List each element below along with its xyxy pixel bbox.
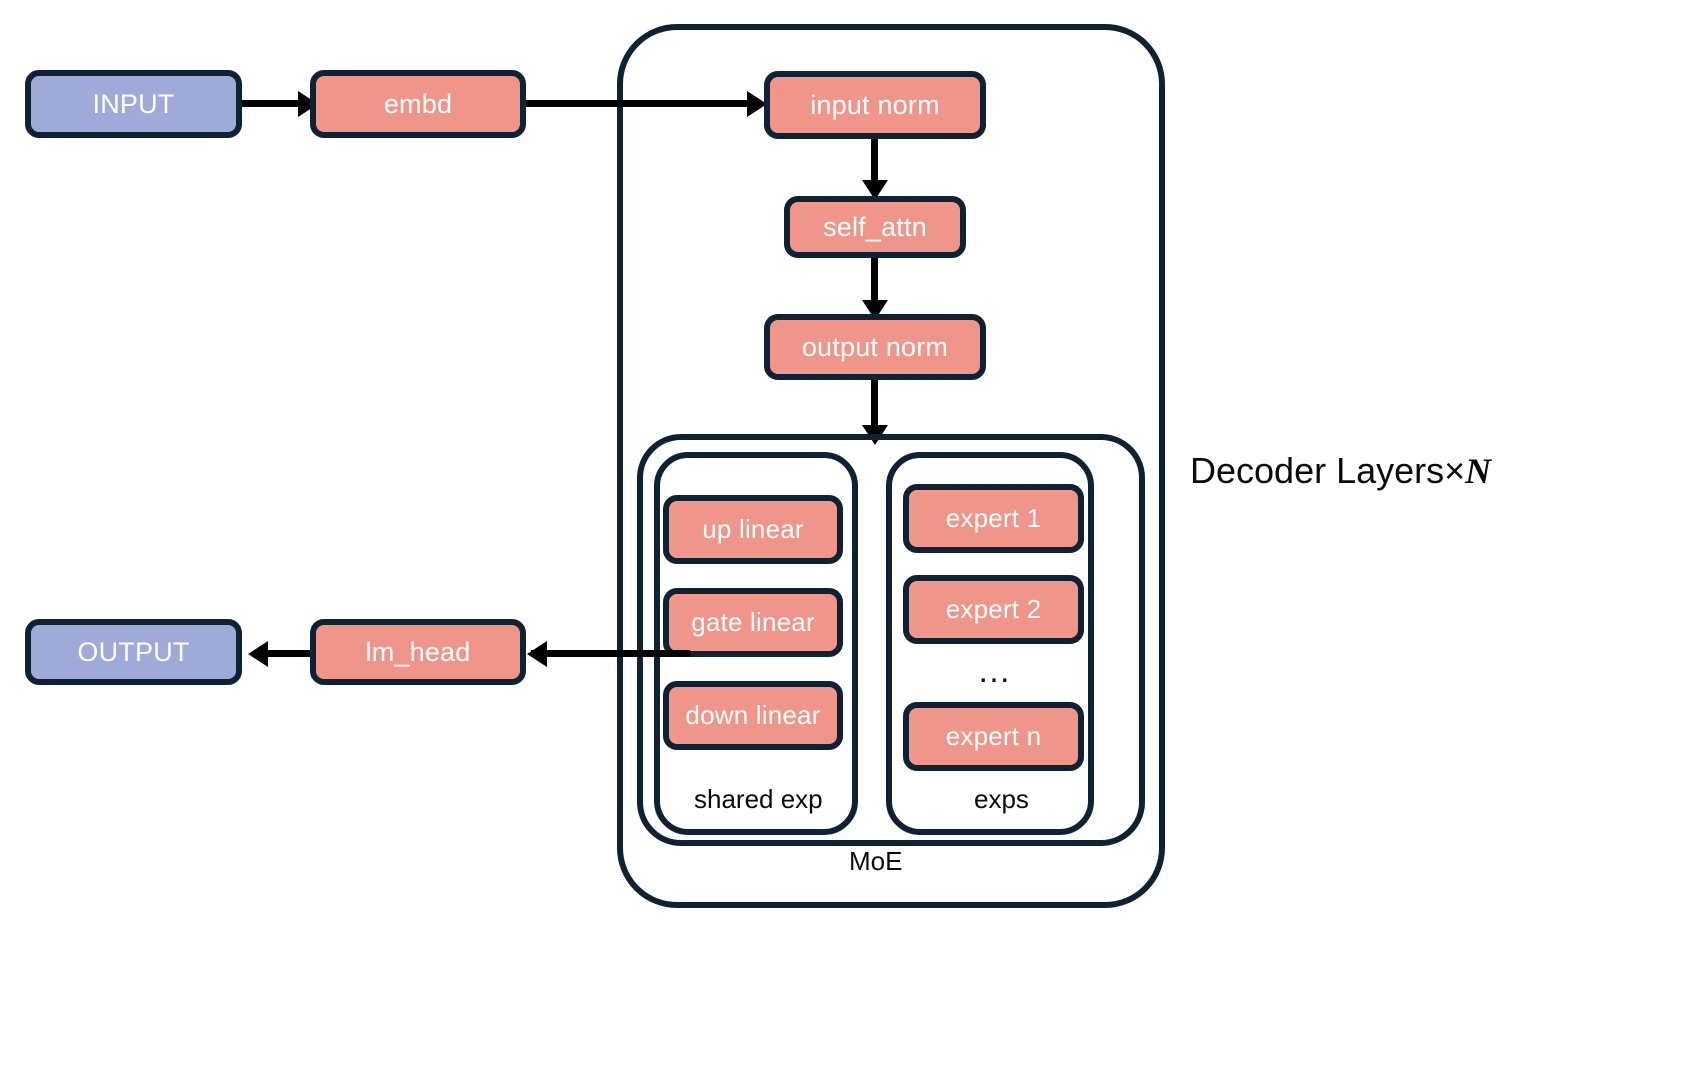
node-expert-n-label: expert n (945, 721, 1042, 751)
node-input-norm-label: input norm (810, 89, 940, 120)
node-output-label: OUTPUT (77, 636, 190, 667)
node-output-norm[interactable]: output norm (764, 314, 986, 380)
node-lm-head[interactable]: lm_head (310, 619, 526, 685)
arrowhead-lm-head-to-output (248, 641, 268, 667)
decoder-layers-multiplier: N (1465, 451, 1492, 491)
node-expert-n[interactable]: expert n (903, 702, 1084, 771)
node-input-label: INPUT (92, 88, 175, 119)
arrowhead-moe-to-lm-head (527, 641, 547, 667)
moe-container (637, 434, 1145, 846)
connector-embd-to-input-norm (526, 100, 756, 107)
connector-lm-head-to-output (254, 650, 310, 657)
node-down-linear[interactable]: down linear (663, 681, 843, 750)
arrowhead-embd-to-input-norm (747, 91, 767, 117)
decoder-layers-title: Decoder Layers×N (1190, 450, 1491, 492)
connector-output-norm-to-moe (871, 380, 878, 436)
node-output-norm-label: output norm (801, 331, 949, 362)
node-input-norm[interactable]: input norm (764, 71, 986, 139)
decoder-layers-container (617, 24, 1165, 908)
node-embd[interactable]: embd (310, 70, 526, 138)
node-self-attn-label: self_attn (823, 211, 927, 242)
node-up-linear-label: up linear (702, 514, 804, 544)
connector-moe-to-lm-head (531, 650, 690, 657)
exps-container (886, 452, 1094, 835)
node-expert-2-label: expert 2 (945, 594, 1042, 624)
decoder-layers-title-text: Decoder Layers× (1190, 450, 1466, 491)
shared-exp-label: shared exp (694, 784, 823, 814)
node-expert-1-label: expert 1 (945, 503, 1042, 533)
node-gate-linear-label: gate linear (691, 607, 815, 637)
node-self-attn[interactable]: self_attn (784, 196, 966, 258)
connector-input-to-embd (242, 100, 306, 107)
node-gate-linear[interactable]: gate linear (663, 588, 843, 657)
shared-exp-container (654, 452, 858, 835)
node-up-linear[interactable]: up linear (663, 495, 843, 564)
node-down-linear-label: down linear (685, 700, 821, 730)
exps-label: exps (974, 784, 1029, 814)
node-expert-2[interactable]: expert 2 (903, 575, 1084, 644)
node-input[interactable]: INPUT (25, 70, 242, 138)
node-lm-head-label: lm_head (365, 636, 471, 667)
expert-ellipsis-label: … (977, 652, 1014, 690)
node-output[interactable]: OUTPUT (25, 619, 242, 685)
node-embd-label: embd (383, 88, 453, 119)
connector-self-attn-to-output-norm (871, 258, 878, 308)
moe-container-label: MoE (849, 846, 903, 876)
connector-input-norm-to-self-attn (871, 139, 878, 187)
arrowhead-input-norm-to-self-attn (862, 180, 888, 200)
node-expert-1[interactable]: expert 1 (903, 484, 1084, 553)
